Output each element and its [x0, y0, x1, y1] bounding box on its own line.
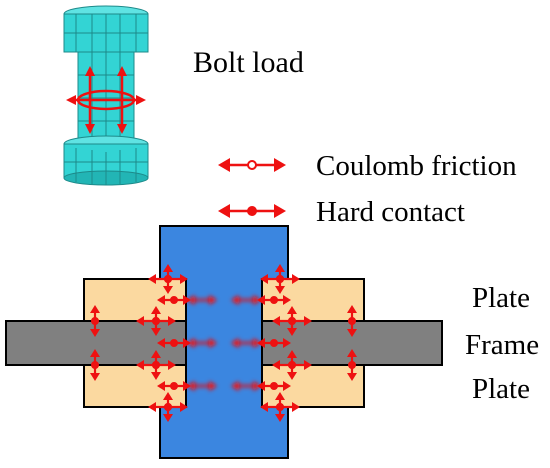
- hard-contact-symbol-depth: [187, 338, 217, 348]
- bolt-load-arrows: [72, 72, 140, 128]
- plate-top-label: Plate: [472, 282, 530, 314]
- plate-bottom-label: Plate: [472, 373, 530, 405]
- legend-hard-contact: Hard contact: [218, 196, 465, 228]
- bolt-mesh-illustration: [63, 5, 149, 186]
- hard-contact-symbol: [275, 392, 285, 422]
- frame-label: Frame: [465, 329, 539, 361]
- hard-contact-symbol: [157, 338, 191, 348]
- bolt-load-arrowheads: [66, 66, 146, 134]
- hard-contact-symbol-depth: [187, 295, 217, 305]
- hard-contact-label: Hard contact: [316, 196, 465, 228]
- bolt-head-top: [63, 5, 149, 53]
- hard-contact-symbol: [157, 381, 191, 391]
- hard-contact-symbol: [163, 392, 173, 422]
- hard-contact-symbol: [287, 350, 297, 380]
- hard-contact-symbol: [287, 306, 297, 336]
- bolt-load-label: Bolt load: [193, 46, 304, 79]
- hard-contact-symbol: [90, 305, 100, 337]
- hard-contact-symbol: [347, 305, 357, 337]
- bolt-shank: [77, 51, 135, 145]
- hard-contact-symbol: [90, 349, 100, 381]
- filled-circle-double-arrow-icon: [218, 204, 286, 218]
- contact-symbols: [90, 264, 357, 422]
- hard-contact-symbol-depth: [231, 295, 261, 305]
- hard-contact-symbol: [151, 350, 161, 380]
- hard-contact-symbol-depth: [187, 381, 217, 391]
- hard-contact-symbol: [163, 264, 173, 294]
- open-circle-double-arrow-icon: [218, 158, 286, 172]
- hard-contact-symbol-depth: [231, 338, 261, 348]
- coulomb-friction-label: Coulomb friction: [316, 150, 517, 182]
- assembly-cross-section: [5, 225, 443, 459]
- bolt-head-bottom: [63, 135, 149, 186]
- hard-contact-symbol: [275, 264, 285, 294]
- hard-contact-symbol: [257, 295, 291, 305]
- hard-contact-symbol: [347, 349, 357, 381]
- hard-contact-symbol: [151, 306, 161, 336]
- hard-contact-symbol-depth: [231, 381, 261, 391]
- legend-coulomb-friction: Coulomb friction: [218, 150, 517, 182]
